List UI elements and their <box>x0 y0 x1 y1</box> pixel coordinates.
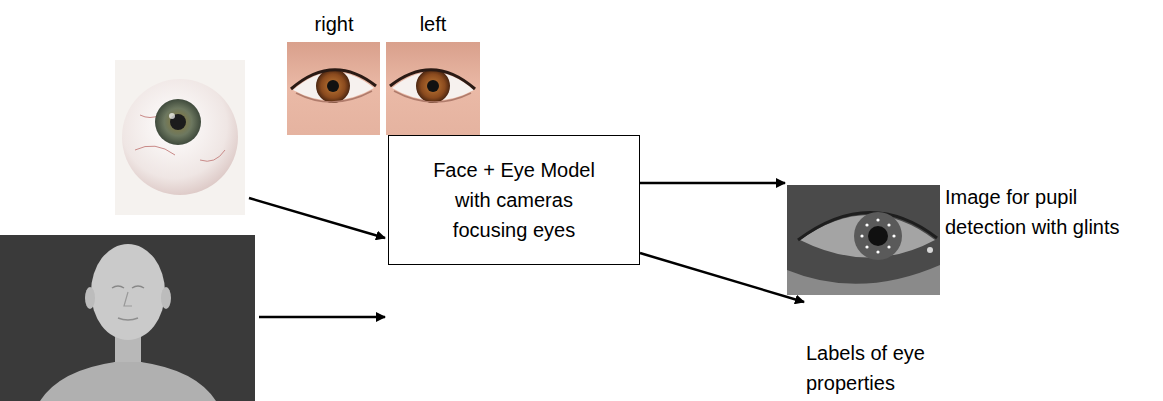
eye-side-label: right <box>294 12 374 36</box>
eye-side-label: left <box>393 12 473 36</box>
model-box: Face + Eye Model with cameras focusing e… <box>388 135 640 265</box>
output-image-node: Image for pupil detection with glints <box>787 185 1129 295</box>
output-arrow <box>640 253 804 302</box>
labels-node: Labels of eye properties <box>806 300 956 398</box>
ir-eye-picture <box>787 185 940 295</box>
left-eye-picture <box>386 42 480 135</box>
head-picture <box>0 235 255 401</box>
node-text: Labels of eye properties <box>806 338 956 398</box>
input-arrow <box>249 198 385 238</box>
output-arrow <box>640 182 785 185</box>
input-arrow <box>259 316 385 319</box>
right-eye-picture <box>287 42 380 135</box>
node-text: Image for pupil detection with glints <box>945 182 1125 242</box>
node-text: Face + Eye Model with cameras focusing e… <box>419 155 609 245</box>
eyeball-picture <box>115 60 245 215</box>
